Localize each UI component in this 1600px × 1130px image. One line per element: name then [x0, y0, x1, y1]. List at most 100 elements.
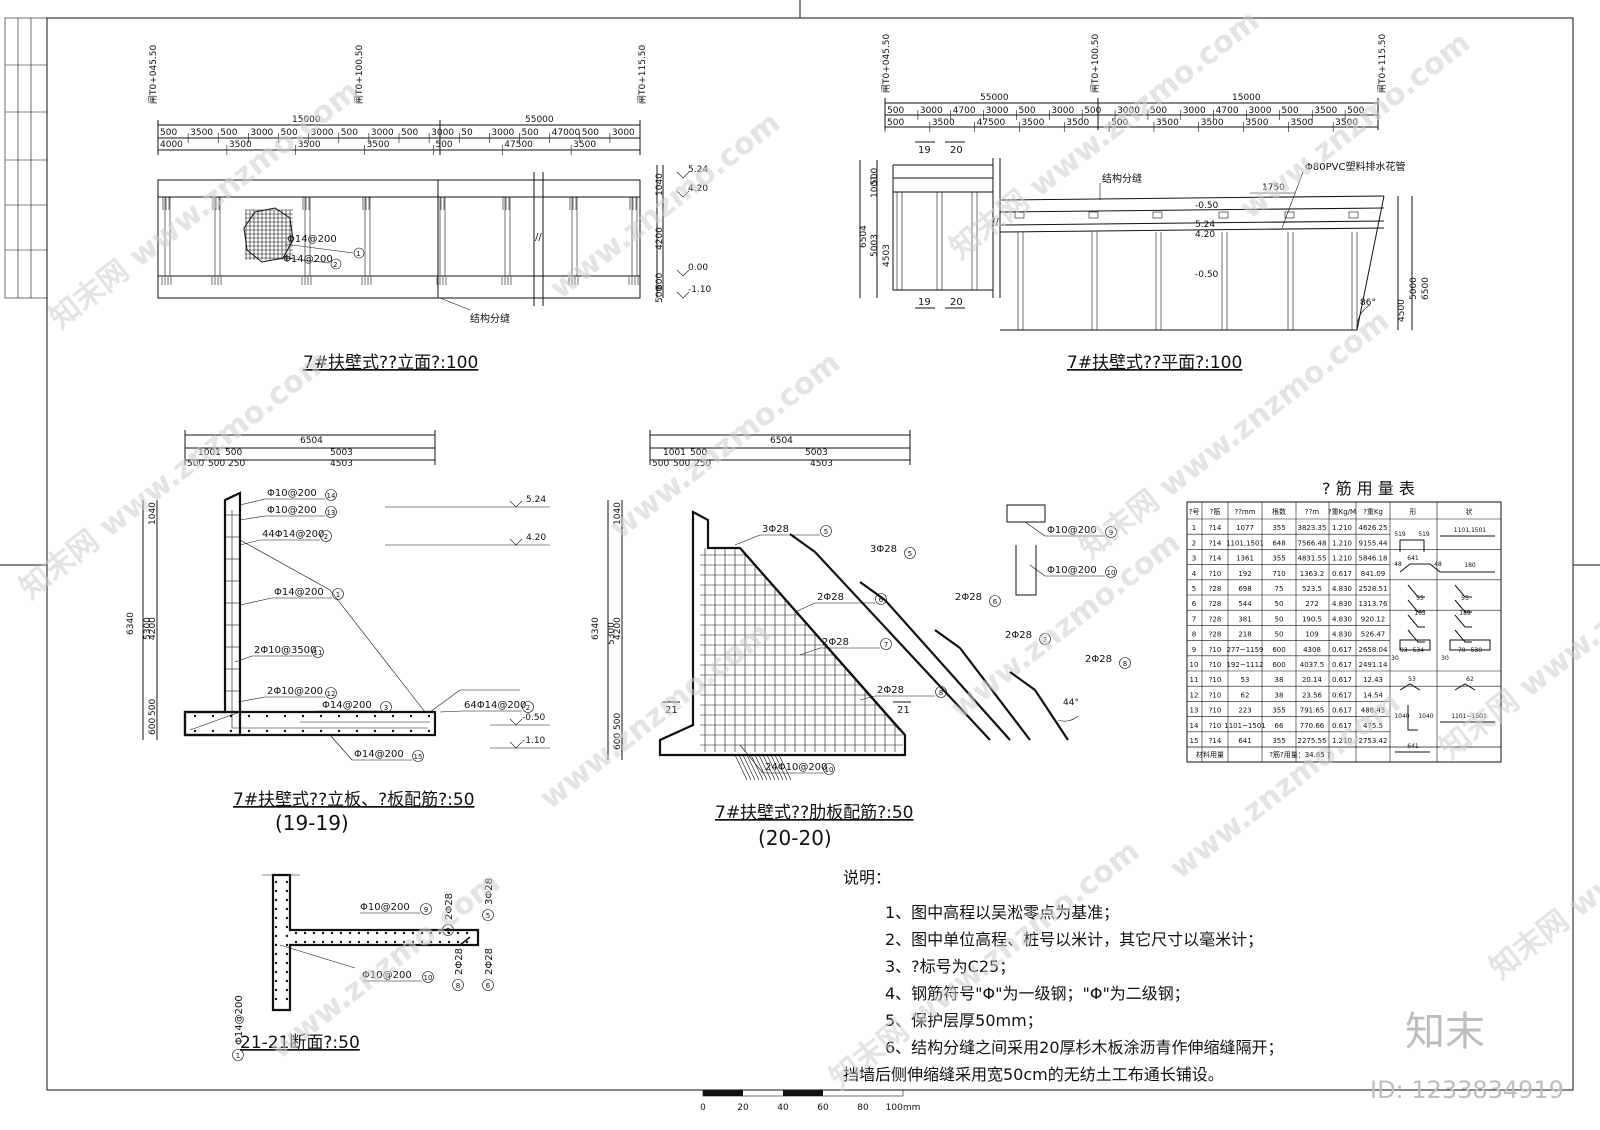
- plan-title: 7#扶壁式??平面?:100: [1067, 353, 1242, 373]
- table-cell: 192: [1238, 570, 1251, 578]
- s19-badge: [312, 646, 324, 658]
- table-cell: 8: [1192, 631, 1196, 639]
- table-cell: 4831.55: [1298, 555, 1327, 563]
- plan-sec-20-top: 20: [950, 145, 963, 156]
- s20-badge: [820, 525, 832, 537]
- plan-level-2: 5.24: [1195, 220, 1215, 230]
- shape-label: 641: [1407, 743, 1419, 750]
- table-cell: 698: [1238, 585, 1251, 593]
- watermark-text: www.znzmo.com: [263, 865, 507, 1066]
- plan-buttress-lines-left: [896, 192, 978, 290]
- s20-leader: [794, 602, 816, 613]
- table-cell: 1.210: [1332, 555, 1352, 563]
- s19-leader: [239, 597, 273, 606]
- note-1: 1、图中高程以吴淞零点为基准；: [885, 903, 1119, 922]
- shape-label: 1040: [1418, 713, 1433, 720]
- plan-sec-19-bot: 19: [918, 297, 931, 308]
- stirrup-badge-number: 9: [1109, 529, 1113, 537]
- s21-vbadge-number: 7: [446, 927, 450, 935]
- table-cell: 2528.51: [1359, 585, 1388, 593]
- elev-level-2: 4.20: [688, 184, 708, 194]
- s19-dim-7: 250: [228, 459, 245, 469]
- plan-view: 闸T0+045.50 闸T0+100.50 闸T0+115.50 55000 1…: [859, 33, 1431, 373]
- table-cell: 66: [1275, 722, 1284, 730]
- s20-secmark-right: 21: [897, 705, 910, 716]
- elev-row3-label: 3500: [229, 140, 252, 150]
- watermark-text: www.znzmo.com: [1163, 685, 1407, 886]
- elev-row2-label: 50: [461, 128, 473, 138]
- elev-row3-label: 47500: [504, 140, 533, 150]
- table-cell: 50: [1275, 615, 1284, 623]
- table-cell: 4.830: [1332, 631, 1352, 639]
- s20-angle: 44°: [1063, 698, 1079, 708]
- shape-label: 1101,1501: [1454, 527, 1487, 534]
- plan-row2-label: 4700: [1216, 106, 1239, 116]
- s19-leader: [239, 539, 261, 546]
- s19-badge: [325, 687, 337, 699]
- station-label-3: 闸T0+115.50: [637, 44, 648, 104]
- s20-vdim-5: 600: [613, 733, 623, 750]
- scale-label: 0: [700, 1103, 706, 1113]
- table-cell: 355: [1272, 737, 1285, 745]
- shape-label: 163: [1414, 610, 1426, 617]
- watermark-text: 知末网 www.znzmo.com: [943, 3, 1266, 266]
- table-cell: 0.617: [1332, 661, 1352, 669]
- shape-label: 48: [1394, 561, 1402, 568]
- plan-row2-label: 3000: [1051, 106, 1074, 116]
- table-cell: 9: [1192, 646, 1196, 654]
- table-title: ? 筋 用 量 表: [1322, 479, 1415, 498]
- table-cell: 53: [1241, 676, 1250, 684]
- table-cell: 4.830: [1332, 585, 1352, 593]
- table-cell: 475.5: [1363, 722, 1383, 730]
- s19-rebar-ticks: [193, 514, 431, 733]
- s19-vdim-6: 500: [148, 699, 158, 716]
- elev-buttress-lines: [161, 197, 639, 285]
- table-cell: 641: [1238, 737, 1251, 745]
- elev-row2-label: 500: [160, 128, 177, 138]
- station-label-2: 闸T0+100.50: [354, 44, 365, 104]
- shape-label: 189: [1459, 610, 1471, 617]
- s19-badge-number: 11: [314, 649, 323, 657]
- table-cell: 75: [1275, 585, 1284, 593]
- plan-row2-label: 500: [1018, 106, 1035, 116]
- s20-leader: [734, 534, 761, 546]
- table-cell: 355: [1272, 707, 1285, 715]
- s20-leader: [739, 744, 764, 774]
- s19-dim-3: 500: [225, 448, 242, 458]
- s20-badge: [823, 763, 835, 775]
- title-strip-left: [4, 17, 48, 299]
- table-cell: 50: [1275, 600, 1284, 608]
- plan-angle: 86°: [1360, 298, 1376, 308]
- notes-heading: 说明：: [843, 868, 891, 887]
- s21-vbadge-number: 5: [486, 912, 490, 920]
- s19-dim-2: 1001: [198, 448, 221, 458]
- plan-vdim-5: 1001: [870, 175, 880, 198]
- watermark-text: www.znzmo.com: [943, 525, 1187, 726]
- s19-leader: [239, 498, 266, 506]
- elev-row3-label: 3500: [367, 140, 390, 150]
- s19-label: Φ14@200: [274, 587, 324, 598]
- table-cell: ?14: [1209, 524, 1222, 532]
- table-cell: ?10: [1209, 707, 1222, 715]
- bent-bar-number: 7: [1043, 636, 1047, 644]
- table-cell: 1077: [1236, 524, 1254, 532]
- table-cell: 14.54: [1363, 691, 1384, 699]
- plan-vdim-2: 5003: [870, 234, 880, 257]
- shape-label: 30: [1441, 655, 1449, 662]
- table-cell: ?28: [1209, 615, 1222, 623]
- plan-row3-label: 3500: [1246, 118, 1269, 128]
- shape-label: 30: [1391, 655, 1399, 662]
- plan-row2-label: 500: [887, 106, 904, 116]
- s20-dim-6: 500: [673, 459, 690, 469]
- s20-vdim-6: 500: [613, 713, 623, 730]
- plan-row3-label: 3500: [1335, 118, 1358, 128]
- elev-vdim-4: 500: [655, 286, 665, 303]
- plan-vdim-r2: 5000: [1409, 277, 1419, 300]
- scale-label: 20: [737, 1103, 749, 1113]
- s19-label: Φ10@200: [267, 505, 317, 516]
- table-cell: ?14: [1209, 555, 1222, 563]
- table-cell: ?28: [1209, 585, 1222, 593]
- table-cell: 5: [1192, 585, 1196, 593]
